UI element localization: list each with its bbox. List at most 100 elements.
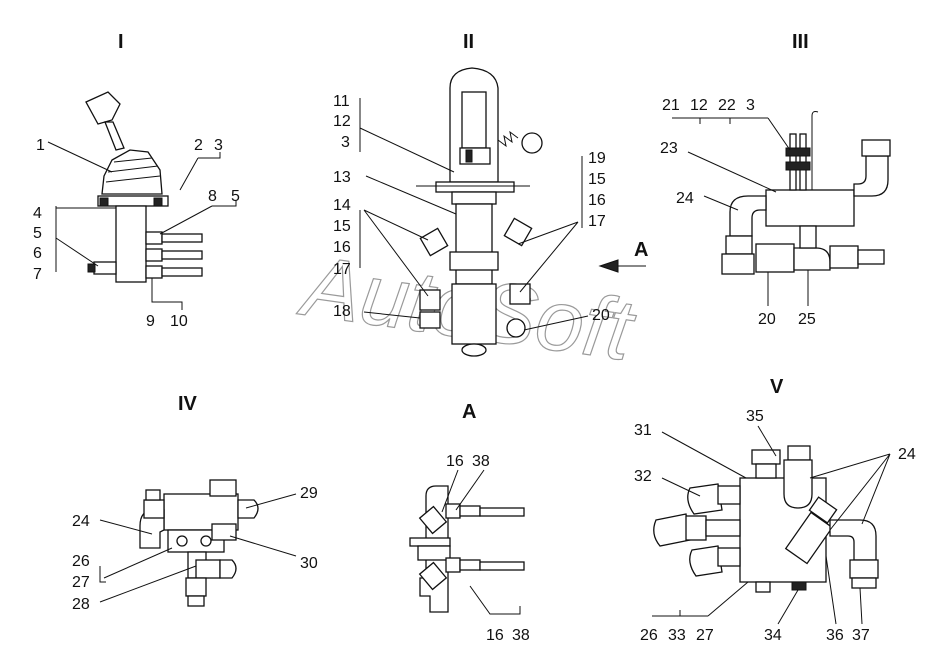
leader-14-17: [359, 209, 429, 297]
label-16-top: 16: [446, 453, 464, 470]
label-35: 35: [746, 408, 764, 425]
hose-8: [161, 233, 203, 243]
label-14: 14: [333, 197, 351, 214]
iv-left-cap: [145, 489, 161, 501]
leader-30: [229, 535, 297, 557]
elbow-right-nut: [861, 139, 891, 157]
fitting-8: [145, 231, 163, 245]
elbow-left-fitting: [721, 253, 755, 275]
fitting-right-upper: [503, 217, 533, 247]
valve-upper-body: [455, 203, 493, 285]
label-10: 10: [170, 313, 188, 330]
v-left-upper-nut: [717, 485, 741, 505]
view-a-hose-lower: [479, 561, 525, 571]
section-title-v: V: [770, 376, 784, 398]
assembly-i-joystick: 1 2 3 8 5 4 5 6 7 9 10: [33, 91, 240, 330]
elbow-left-nut: [725, 235, 753, 255]
label-38-top: 38: [472, 453, 490, 470]
iv-port-right: [200, 535, 212, 547]
leader-18: [363, 311, 421, 319]
leader-36-37: [825, 555, 863, 625]
label-4: 4: [33, 205, 42, 222]
fitting-20: [506, 318, 526, 338]
boot-ribs: [105, 157, 161, 183]
v-bottom-plug-left: [755, 581, 771, 593]
label-21: 21: [662, 97, 680, 114]
return-spring: [497, 130, 519, 148]
flange-bolt-right: [153, 197, 163, 207]
v-elbow-nut-37: [849, 559, 879, 579]
label-8: 8: [208, 188, 217, 205]
leader-26-27: [652, 581, 749, 617]
label-7: 7: [33, 266, 42, 283]
iv-fitting-30: [211, 523, 237, 541]
view-a-nut-upper: [445, 503, 461, 519]
section-title-iv: IV: [178, 393, 198, 415]
valve-middle-flange: [449, 251, 499, 271]
label-26: 26: [72, 553, 90, 570]
label-19: 19: [588, 150, 606, 167]
view-a-mid-block: [417, 545, 451, 561]
section-title-i: I: [118, 31, 124, 53]
v-left-mid-collar: [705, 519, 741, 537]
v-bottom-plug-34: [791, 581, 807, 591]
leader-4-7: [55, 206, 99, 272]
fitting-10: [145, 265, 163, 279]
leader-38-top: [455, 469, 485, 511]
label-15-right: 15: [588, 171, 606, 188]
fitting-left-lower-nut: [419, 311, 441, 329]
iv-bottom-cap: [219, 559, 237, 579]
leader-35: [757, 425, 777, 457]
label-25: 25: [798, 311, 816, 328]
v-angled-nut: [808, 496, 838, 524]
view-arrow-label: A: [634, 239, 648, 261]
view-a-collar-upper: [459, 505, 481, 517]
label-3: 3: [341, 134, 350, 151]
label-16-right: 16: [588, 192, 606, 209]
leader-11-3: [359, 98, 455, 173]
section-title-iii: III: [792, 31, 809, 53]
assembly-v-manifold: 35 31 24 32 26 33 27 34 36 37: [634, 408, 916, 644]
leader-24: [809, 453, 891, 531]
assembly-ii-valve: A 11 12 3 13 14 15 16 17 18 19 15 16 17 …: [333, 67, 648, 357]
label-5-upper: 5: [231, 188, 240, 205]
label-24: 24: [72, 513, 90, 530]
view-arrow-head: [598, 259, 619, 273]
label-18: 18: [333, 303, 351, 320]
label-24: 24: [676, 190, 694, 207]
label-20: 20: [758, 311, 776, 328]
label-5: 5: [33, 225, 42, 242]
iv-top-cap: [209, 479, 237, 497]
view-a-hose-upper: [479, 507, 525, 517]
leader-29: [245, 493, 297, 509]
v-top-nut-35: [751, 449, 781, 465]
joystick-grip: [85, 91, 121, 125]
v-left-lower-nut: [717, 547, 741, 567]
label-31: 31: [634, 422, 652, 439]
v-left-mid-nut: [685, 515, 707, 541]
tee-right-nut: [829, 245, 859, 269]
label-34: 34: [764, 627, 782, 644]
elbow-right: [853, 155, 889, 197]
leader-9-10: [151, 278, 183, 310]
label-11: 11: [333, 93, 350, 110]
label-16: 16: [333, 239, 351, 256]
v-elbow-end: [851, 577, 877, 589]
leader-21-3: [672, 117, 791, 151]
fitting-7-cap: [87, 263, 96, 273]
flange-bolt-left: [99, 197, 109, 207]
iv-fitting-29: [237, 499, 259, 519]
leader-31: [661, 431, 747, 479]
label-26: 26: [640, 627, 658, 644]
label-12: 12: [690, 97, 708, 114]
assembly-iv: 29 24 30 26 27 28: [72, 479, 318, 613]
fitting-right-lower: [509, 283, 531, 305]
iv-bottom-end: [187, 595, 205, 607]
leader-13: [365, 175, 457, 215]
label-30: 30: [300, 555, 318, 572]
fitting-9: [145, 248, 163, 262]
label-37: 37: [852, 627, 870, 644]
valve-fittings: [419, 217, 533, 338]
label-32: 32: [634, 468, 652, 485]
